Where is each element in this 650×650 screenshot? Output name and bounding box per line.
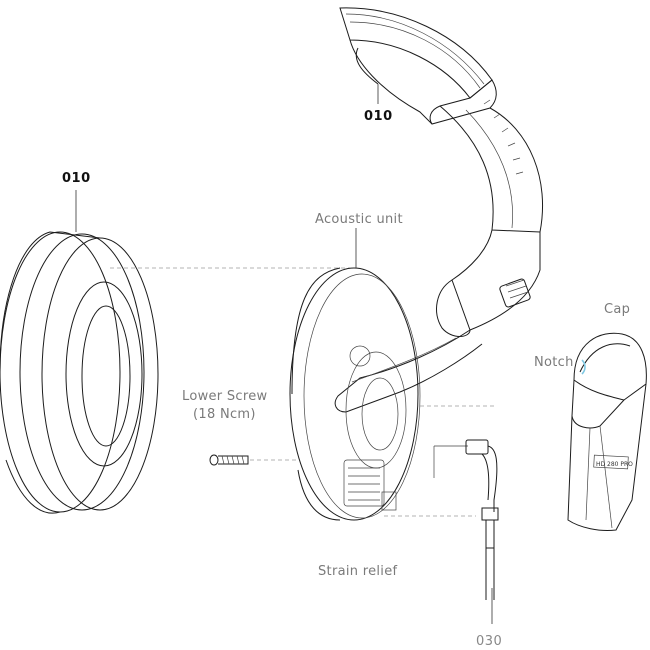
notch-accent [581,359,586,375]
cable-assembly [384,405,499,600]
label-notch: Notch [534,355,574,370]
label-cap: Cap [604,302,630,317]
part-number-010-headband: 010 [364,109,393,124]
lower-screw [209,454,296,466]
label-acoustic-unit: Acoustic unit [315,212,403,227]
ear-cup [289,267,421,521]
label-strain-relief: Strain relief [318,564,398,579]
part-number-010-earpad: 010 [62,171,91,186]
leaders [75,84,493,624]
cap-marking: HD 280 PRO [596,461,633,468]
label-lower-screw: Lower Screw [182,389,268,404]
cap-part: HD 280 PRO [567,332,647,531]
part-number-030: 030 [476,634,502,649]
ear-pad [0,231,159,514]
label-lower-screw-torque: (18 Ncm) [193,407,256,422]
headband [334,7,544,413]
